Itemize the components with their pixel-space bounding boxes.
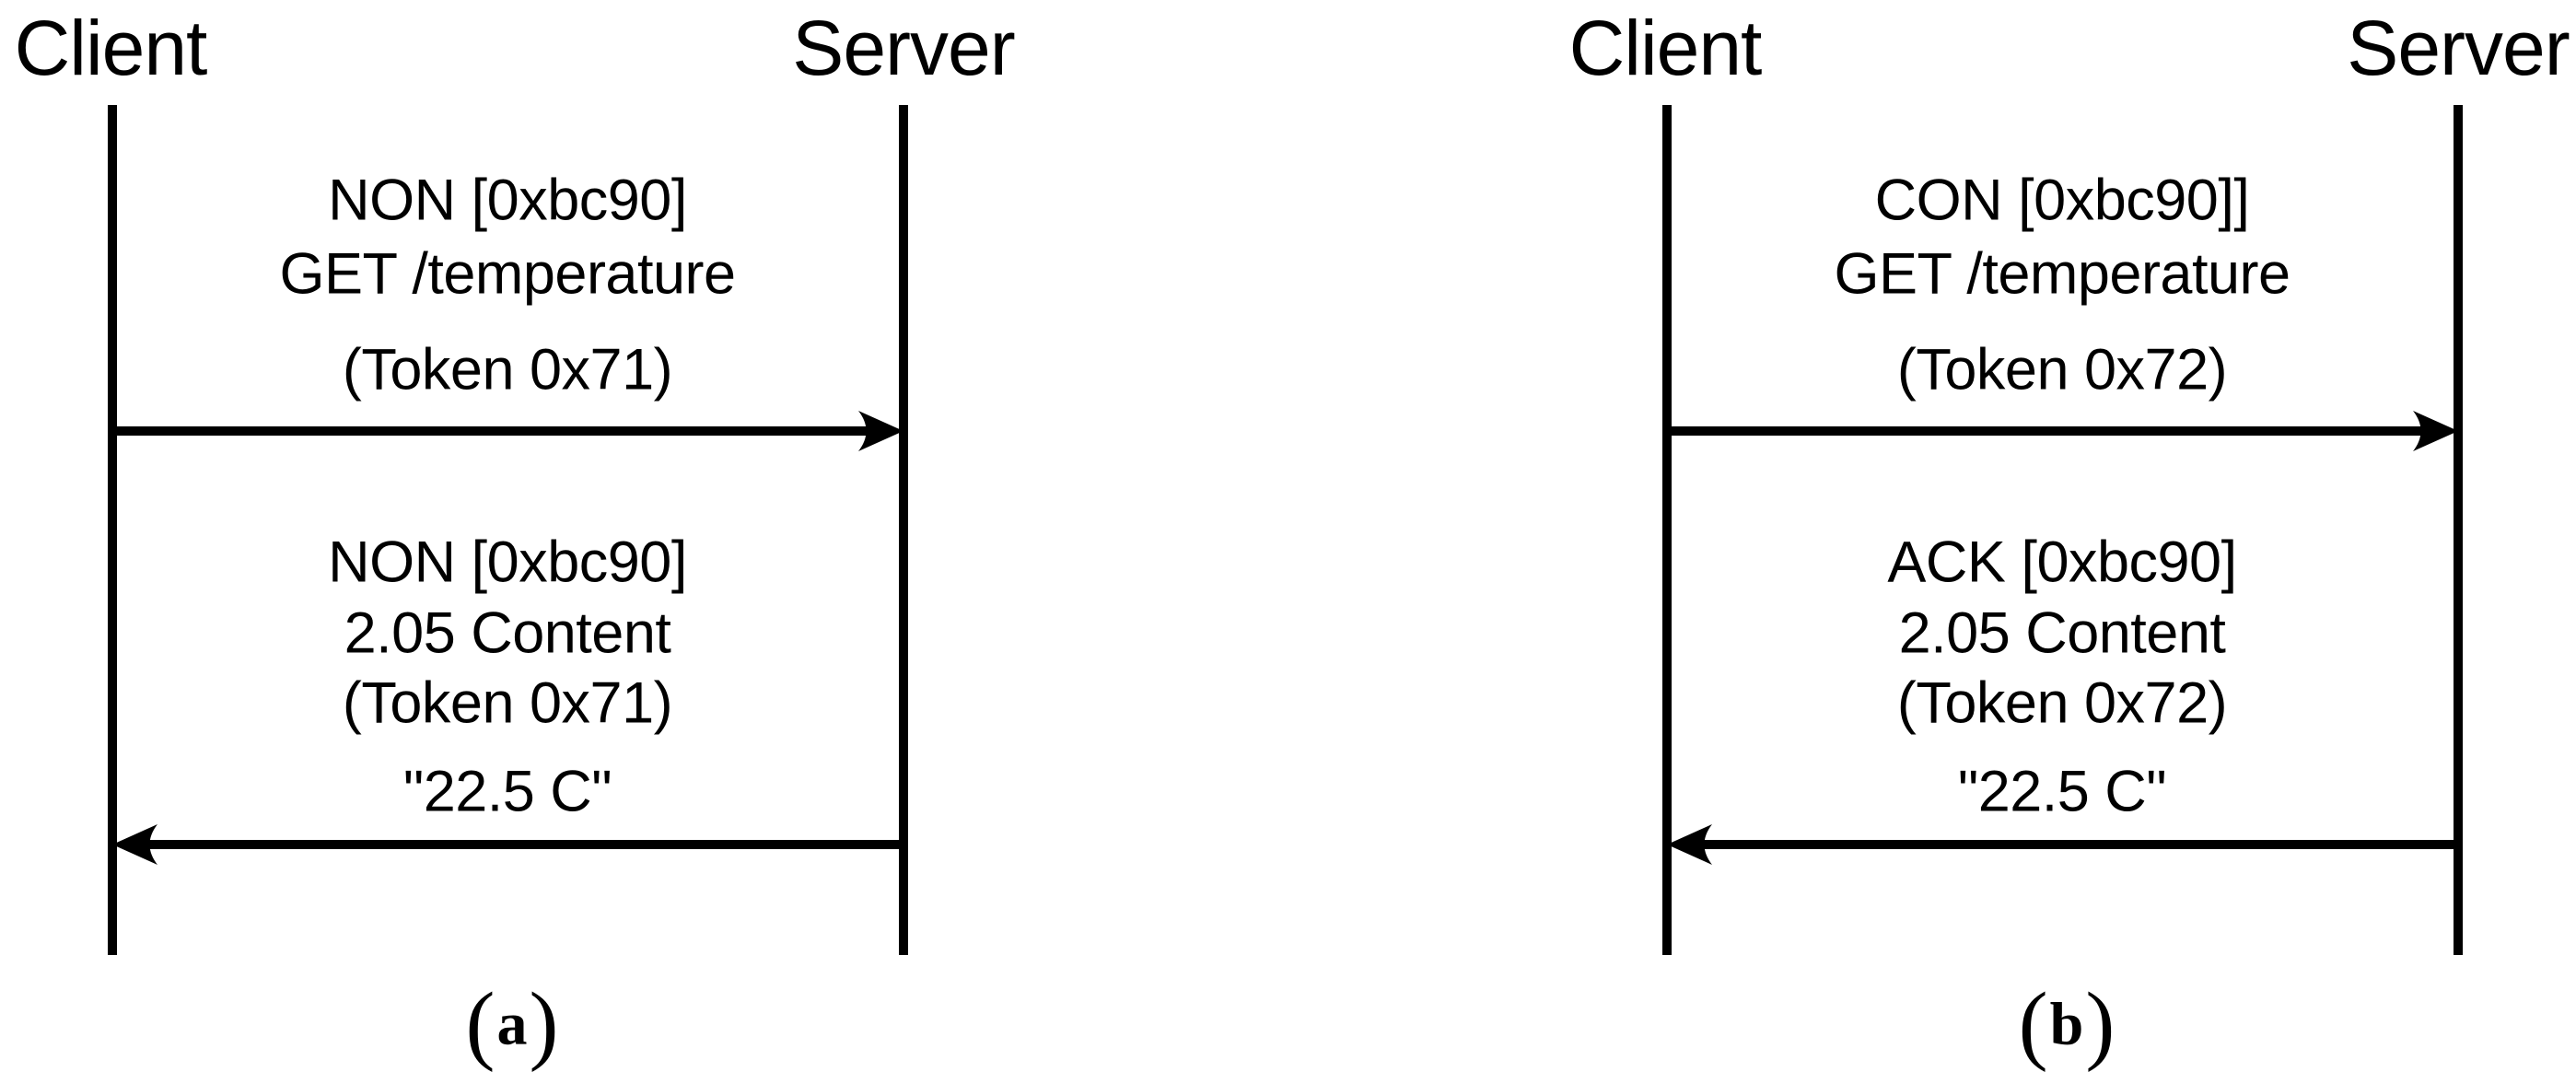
request-arrow-graphic [1667, 411, 2458, 451]
server-participant-label: Server [792, 5, 1015, 91]
request-arrow [1667, 402, 2458, 460]
caption-close-paren: ) [529, 973, 559, 1072]
request-arrow [112, 402, 903, 460]
request-type-label: CON [0xbc90]] [1874, 168, 2250, 233]
panel-caption: (a) [466, 979, 559, 1067]
response-token-label: (Token 0x72) [1896, 670, 2228, 736]
caption-close-paren: ) [2085, 973, 2116, 1072]
response-arrow [112, 815, 903, 874]
client-participant-label: Client [1568, 5, 1763, 91]
request-method-label: GET /temperature [1834, 241, 2290, 307]
request-type-label: NON [0xbc90] [328, 168, 687, 233]
request-arrow-graphic [112, 411, 903, 451]
arrowhead-right-icon [2413, 411, 2458, 451]
response-type-label: ACK [0xbc90] [1887, 530, 2237, 595]
caption-letter: a [496, 990, 528, 1058]
response-status-label: 2.05 Content [1898, 600, 2226, 666]
response-payload-label: "22.5 C" [1957, 759, 2167, 824]
request-token-label: (Token 0x72) [1896, 337, 2228, 402]
response-arrow [1667, 815, 2458, 874]
server-lifeline [899, 105, 908, 955]
response-status-label: 2.05 Content [344, 600, 671, 666]
response-type-label: NON [0xbc90] [328, 530, 687, 595]
response-payload-label: "22.5 C" [402, 759, 612, 824]
server-lifeline [2454, 105, 2463, 955]
caption-letter: b [2049, 990, 2084, 1058]
response-token-label: (Token 0x71) [342, 670, 673, 736]
client-lifeline [1662, 105, 1672, 955]
sequence-diagram-panel-b: Client Server CON [0xbc90]] GET /tempera… [1555, 0, 2576, 1072]
server-participant-label: Server [2347, 5, 2570, 91]
request-token-label: (Token 0x71) [342, 337, 673, 402]
panel-caption: (b) [2019, 979, 2116, 1067]
response-arrow-graphic [1667, 824, 2458, 865]
client-participant-label: Client [14, 5, 208, 91]
arrowhead-right-icon [858, 411, 903, 451]
sequence-diagram-panel-a: Client Server NON [0xbc90] GET /temperat… [0, 0, 1021, 1072]
arrowhead-left-icon [1667, 824, 1712, 865]
response-arrow-graphic [112, 824, 903, 865]
client-lifeline [108, 105, 117, 955]
caption-open-paren: ( [2018, 973, 2048, 1072]
caption-open-paren: ( [465, 973, 495, 1072]
arrowhead-left-icon [112, 824, 157, 865]
request-method-label: GET /temperature [279, 241, 736, 307]
